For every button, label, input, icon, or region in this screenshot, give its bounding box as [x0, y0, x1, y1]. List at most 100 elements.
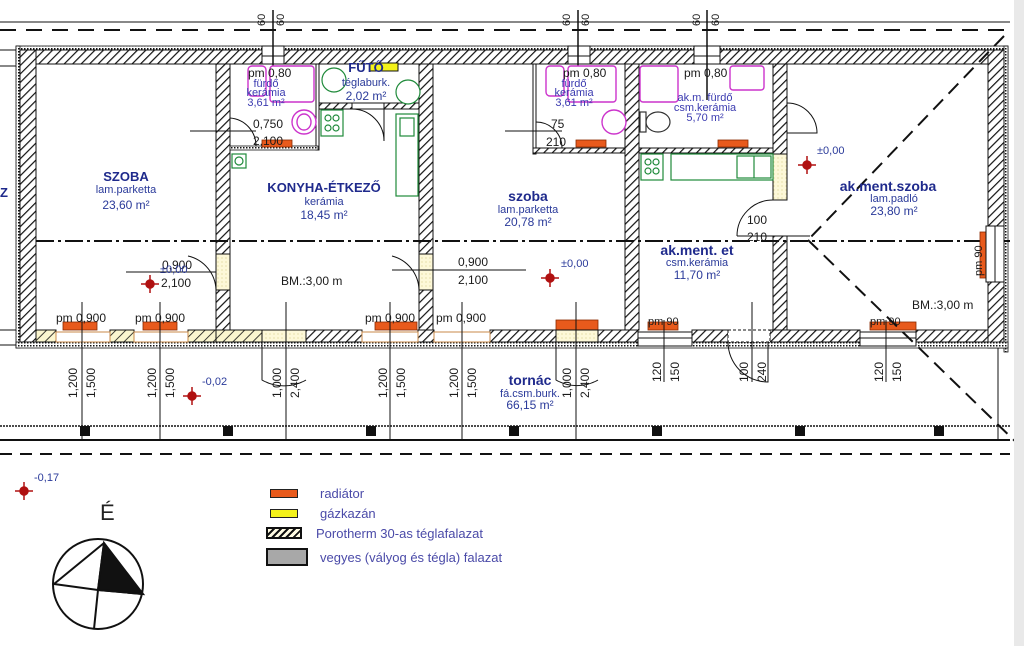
sanitary-fixtures: [247, 65, 765, 135]
legend-item-porotherm: Porotherm 30-as téglafalazat: [266, 524, 502, 542]
door-szoba-2-width: 0,900: [458, 255, 489, 269]
ceiling-height-konyha: BM.:3,00 m: [281, 274, 343, 288]
door-out-1-height: 2,400: [288, 367, 302, 398]
room-furdo-1-area: 3,61 m²: [247, 97, 285, 109]
room-akment-et-area: 11,70 m²: [673, 268, 721, 282]
window-pm-6: pm 90: [870, 316, 901, 328]
door-bath-1-height: 2,100: [253, 134, 284, 148]
room-tornac-name: tornác: [508, 372, 552, 388]
window-6-width: 120: [872, 361, 886, 382]
door-out-3-height: 240: [755, 361, 769, 382]
room-szoba-1-name: SZOBA: [103, 169, 149, 184]
door-out-1-width: 1,000: [270, 367, 284, 398]
window-2-width: 1,200: [145, 367, 159, 398]
window-4-height: 1,500: [465, 367, 479, 398]
pm-bath-2: pm 0,80: [563, 66, 607, 80]
pm-bath-3: pm 0,80: [684, 66, 728, 80]
room-akment-et-floor: csm.kerámia: [665, 257, 729, 269]
window-1-height: 1,500: [84, 367, 98, 398]
door-szoba-1-height: 2,100: [161, 276, 192, 290]
door-akment-width: 100: [747, 213, 768, 227]
window-pm-4: pm 0,900: [436, 311, 487, 325]
level-tornac: -0,02: [202, 376, 228, 388]
level-szoba-1: ±0,00: [160, 264, 188, 276]
dim-top-vent-2b: 60: [580, 13, 592, 26]
room-tornac-area: 66,15 m²: [506, 398, 554, 412]
door-bath-2-width: 75: [551, 117, 565, 131]
roof-hip-lines: [807, 35, 1021, 447]
door-akment-height: 210: [747, 230, 768, 244]
room-furdo-1-floor: kerámia: [246, 87, 286, 99]
toilet-icons: [639, 111, 671, 133]
boiler-room-fixtures: [321, 67, 421, 105]
room-szoba-2-area: 20,78 m²: [504, 215, 552, 229]
pm-bath-1: pm 0,80: [248, 66, 292, 80]
room-akment-szoba-floor: lam.padló: [870, 193, 918, 205]
window-3-width: 1,200: [376, 367, 390, 398]
level-marker-icons: [15, 156, 816, 500]
room-konyha-floor: kerámia: [304, 196, 344, 208]
window-6-height: 150: [890, 361, 904, 382]
legend-item-radiator: radiátor: [266, 484, 502, 502]
door-bath-2-height: 210: [546, 135, 567, 149]
window-3-height: 1,500: [394, 367, 408, 398]
door-szoba-2-height: 2,100: [458, 273, 489, 287]
north-compass-icon: [52, 538, 146, 630]
door-out-3-width: 100: [737, 361, 751, 382]
room-akment-et-name: ak.ment. et: [660, 242, 734, 258]
radiator-swatch-icon: [270, 488, 298, 498]
window-4-width: 1,200: [447, 367, 461, 398]
dim-top-vent-3a: 60: [691, 13, 703, 26]
window-1-width: 1,200: [66, 367, 80, 398]
legend-label: radiátor: [320, 485, 365, 501]
room-tornac-floor: fá.csm.burk.: [500, 388, 560, 400]
outer-walls: [15, 45, 1009, 353]
dim-top-vent-1b: 60: [275, 13, 287, 26]
interior-walls: [215, 63, 788, 331]
right-edge-scrollbar[interactable]: [1014, 0, 1024, 646]
door-out-2-height: 2,400: [578, 367, 592, 398]
window-pm-7: pm 90: [973, 245, 985, 276]
room-konyha-name: KONYHA-ÉTKEZŐ: [267, 180, 381, 195]
legend: radiátor gázkazán Porotherm 30-as téglaf…: [266, 484, 502, 572]
window-pm-5: pm 90: [648, 316, 679, 328]
dim-top-vent-3b: 60: [710, 13, 722, 26]
room-furdo-2-floor: kerámia: [554, 87, 594, 99]
door-bath-1-width: 0,750: [253, 117, 284, 131]
room-szoba-2-name: szoba: [508, 188, 548, 204]
legend-label: Porotherm 30-as téglafalazat: [316, 525, 483, 541]
porch-edge: [0, 425, 1010, 455]
door-swings: [126, 102, 818, 387]
hatched-wall-swatch-icon: [266, 527, 302, 539]
window-5-width: 120: [650, 361, 664, 382]
level-akment: ±0,00: [817, 145, 845, 157]
bottom-openings: [55, 225, 1005, 347]
dim-top-vent-2a: 60: [561, 13, 573, 26]
room-akm-furdo-area: 5,70 m²: [686, 112, 724, 124]
room-szoba-1-area: 23,60 m²: [102, 198, 150, 212]
radiators: [62, 139, 989, 331]
boiler-swatch-icon: [270, 508, 298, 518]
door-out-2-width: 1,000: [560, 367, 574, 398]
top-openings: [261, 10, 721, 100]
ceiling-height-akment-szoba: BM.:3,00 m: [912, 298, 974, 312]
left-neighbor-strip: [0, 49, 16, 346]
legend-item-mixed-wall: vegyes (vályog és tégla) falazat: [266, 544, 502, 570]
room-futo-area: 2,02 m²: [345, 89, 387, 103]
room-futo-name: FŰTŐ: [348, 60, 384, 75]
window-pm-3: pm 0,900: [365, 311, 416, 325]
room-furdo-2-name: fürdő: [561, 78, 587, 90]
room-furdo-1-name: fürdő: [253, 78, 279, 90]
window-pm-2: pm 0,900: [135, 311, 186, 325]
dim-top-vent-1a: 60: [256, 13, 268, 26]
legend-item-boiler: gázkazán: [266, 504, 502, 522]
room-akment-szoba-area: 23,80 m²: [870, 204, 918, 218]
window-5-height: 150: [668, 361, 682, 382]
level-szoba-2: ±0,00: [561, 258, 589, 270]
room-futo-floor: téglaburk.: [341, 77, 391, 89]
north-label: É: [100, 500, 115, 525]
window-pm-1: pm 0,900: [56, 311, 107, 325]
room-akm-furdo-floor: csm.kerámia: [673, 102, 737, 114]
mixed-wall-swatch-icon: [266, 548, 308, 566]
